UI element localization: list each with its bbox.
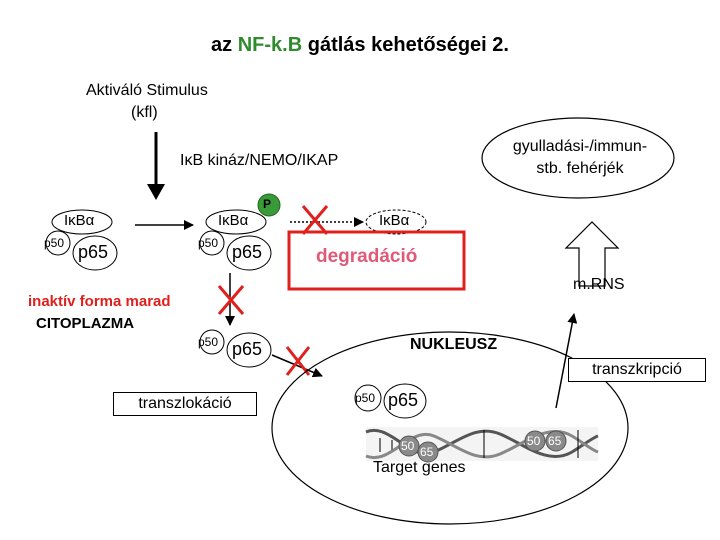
- diagram-title: az NF-k.B gátlás kehetőségei 2.: [0, 34, 720, 57]
- title-suffix: gátlás kehetőségei 2.: [302, 34, 509, 56]
- inflammatory-sublabel: stb. fehérjék: [536, 160, 624, 177]
- nucleus-ellipse: [271, 331, 629, 525]
- inactive-form-label: inaktív forma marad: [28, 293, 171, 310]
- dna-50-right-label: 50: [527, 434, 541, 448]
- p50-mid-shape: [199, 230, 225, 256]
- transcription-arrow: [555, 313, 578, 409]
- ikba-degraded-label: IκBα: [379, 212, 410, 229]
- p50-left-shape: [45, 230, 71, 256]
- p50-free-shape: [199, 329, 225, 355]
- dna-50-left-shape: [398, 435, 420, 457]
- degradation-box: [287, 230, 466, 291]
- ikba-left-label: IκBα: [64, 212, 95, 229]
- transcription-box: transzkripció: [568, 358, 706, 382]
- p65-left-label: p65: [78, 242, 109, 262]
- p50-nucleus-label: p50: [355, 391, 376, 405]
- block-x-release: [217, 285, 245, 315]
- kinase-label: IκB kináz/NEMO/IKAP: [180, 152, 339, 169]
- p50-left-label: p50: [44, 236, 65, 250]
- p50-nucleus-shape: [354, 384, 382, 412]
- cytoplasm-label: CITOPLAZMA: [36, 315, 135, 332]
- title-highlight: NF-k.B: [237, 34, 303, 56]
- p50-mid-label: p50: [198, 236, 219, 250]
- p50-free-label: p50: [198, 335, 219, 349]
- ikba-mid-shape: [205, 209, 267, 235]
- block-x-translocation: [285, 346, 311, 376]
- p65-nucleus-label: p65: [388, 390, 419, 410]
- p65-mid-shape: [226, 235, 272, 271]
- dna-50-right-shape: [524, 430, 546, 452]
- dna-65-right-label: 65: [548, 434, 562, 448]
- p65-mid-label: p65: [232, 242, 263, 262]
- translocation-box: transzlokáció: [113, 392, 257, 416]
- inflammatory-label: gyulladási-/immun-: [512, 138, 648, 155]
- ikba-left-shape: [51, 209, 113, 235]
- title-prefix: az: [211, 34, 238, 56]
- translocation-arrow: [271, 354, 323, 378]
- dna-65-left-label: 65: [420, 445, 434, 459]
- p65-free-shape: [226, 332, 272, 368]
- phospho-circle: [257, 193, 281, 217]
- dna-50-left-label: 50: [401, 439, 415, 453]
- dna-65-right-shape: [545, 430, 567, 452]
- stimulus-sublabel: (kfl): [131, 104, 158, 121]
- dna-65-left-shape: [417, 441, 439, 463]
- p65-nucleus-shape: [383, 383, 427, 419]
- degradation-label: degradáció: [316, 246, 418, 267]
- ikba-mid-label: IκBα: [218, 212, 249, 229]
- mrna-label: m.RNS: [573, 276, 625, 293]
- phospho-label: P: [263, 197, 272, 211]
- nucleus-label: NUKLEUSZ: [410, 336, 498, 353]
- stimulus-label: Aktiváló Stimulus: [86, 82, 208, 99]
- inflammatory-ellipse: [481, 117, 675, 199]
- p65-left-shape: [72, 235, 118, 271]
- translation-arrow: [564, 221, 620, 287]
- p65-free-label: p65: [232, 339, 263, 359]
- ikba-degraded-shape: [365, 209, 427, 235]
- stimulus-arrowhead: [147, 184, 165, 200]
- block-x-degradation: [301, 205, 329, 235]
- target-genes-label: Target genes: [373, 459, 466, 476]
